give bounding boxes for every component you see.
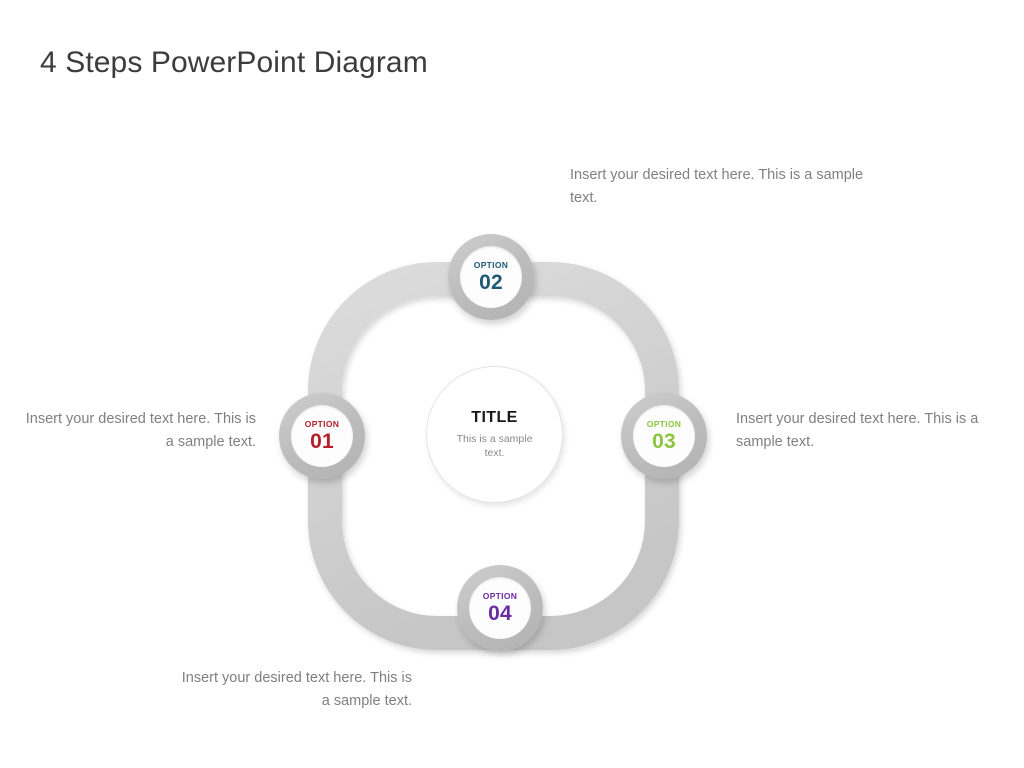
step-badge-04-label: OPTION — [482, 591, 518, 602]
step-badge-02-label: OPTION — [473, 260, 509, 271]
center-hub-title: TITLE — [471, 408, 518, 426]
step-badge-01-label: OPTION — [304, 419, 340, 430]
center-hub-subtitle: This is a sample text. — [456, 432, 533, 459]
step-callout-02: Insert your desired text here. This is a… — [570, 167, 864, 207]
step-badge-02-inner: OPTION 02 — [460, 246, 522, 308]
step-badge-03-number: 03 — [652, 429, 676, 453]
step-badge-04[interactable]: OPTION 04 — [457, 565, 543, 651]
step-badge-03[interactable]: OPTION 03 — [621, 393, 707, 479]
step-badge-01-number: 01 — [310, 429, 334, 453]
step-badge-02[interactable]: OPTION 02 — [448, 234, 534, 320]
step-badge-03-inner: OPTION 03 — [633, 405, 695, 467]
page-title: 4 Steps PowerPoint Diagram — [40, 46, 428, 79]
step-callout-01: Insert your desired text here. This is a… — [25, 411, 256, 451]
step-callout-04: Insert your desired text here. This is a… — [181, 670, 412, 710]
step-badge-01-inner: OPTION 01 — [291, 405, 353, 467]
step-badge-04-inner: OPTION 04 — [469, 577, 531, 639]
step-badge-02-number: 02 — [479, 270, 503, 294]
center-hub: TITLE This is a sample text. — [426, 366, 563, 503]
step-callout-03: Insert your desired text here. This is a… — [736, 411, 979, 451]
step-badge-03-label: OPTION — [646, 419, 682, 430]
step-badge-04-number: 04 — [488, 601, 512, 625]
step-badge-01[interactable]: OPTION 01 — [279, 393, 365, 479]
